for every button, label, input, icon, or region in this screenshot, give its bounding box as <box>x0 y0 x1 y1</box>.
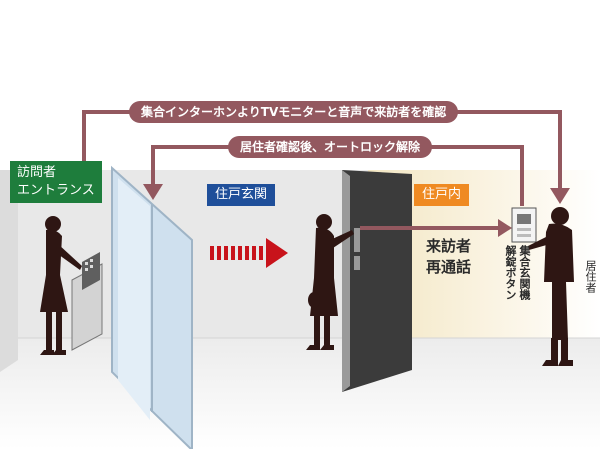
revisit-label: 来訪者 再通話 <box>426 236 471 278</box>
floor <box>0 338 600 449</box>
flow-label-top: 集合インターホンよりTVモニターと音声で来訪者を確認 <box>129 101 459 123</box>
revisit-label-line2: 再通話 <box>426 258 472 276</box>
visitor-silhouette-entrance <box>40 216 82 355</box>
glass-auto-door <box>111 165 193 449</box>
indoor-monitor <box>511 207 537 243</box>
unlock-button-label-col2: 解錠ボタン <box>504 245 517 300</box>
front-door <box>342 170 412 392</box>
zone-tag-entrance-line2: エントランス <box>17 183 95 198</box>
progress-arrow <box>210 238 288 268</box>
flow-label-lower: 居住者確認後、オートロック解除 <box>228 136 433 158</box>
resident-label: 居住者 <box>584 260 597 293</box>
revisit-label-line1: 来訪者 <box>426 237 472 255</box>
resident-silhouette <box>528 207 574 366</box>
room-glow <box>368 170 600 338</box>
zone-tag-entrance: 訪問者 エントランス <box>10 161 102 203</box>
zone-tag-hall: 住戸玄関 <box>207 184 276 206</box>
unlock-button-label-col1: 集合玄関機 <box>518 245 531 300</box>
zone-tag-inside: 住戸内 <box>414 184 470 206</box>
visitor-silhouette-door <box>306 214 354 350</box>
zone-tag-entrance-line1: 訪問者 <box>17 165 57 180</box>
entrance-intercom-stand <box>71 252 103 351</box>
